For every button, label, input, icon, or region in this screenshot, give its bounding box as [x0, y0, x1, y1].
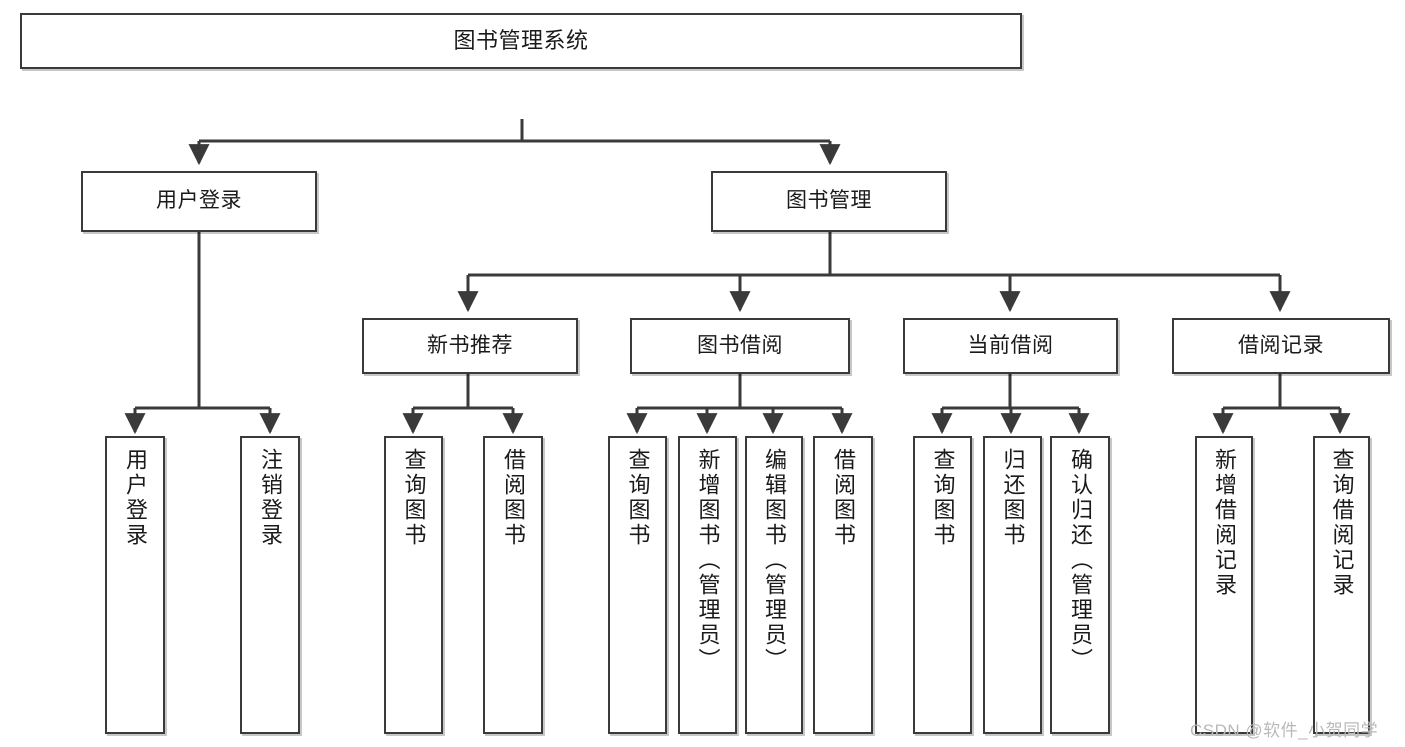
leaf-node-borrow-book-2[interactable]: 借阅图书	[813, 436, 873, 734]
node-label: 查询借阅记录	[1329, 448, 1355, 598]
leaf-node-query-book-2[interactable]: 查询图书	[608, 436, 667, 734]
node-label: 注销登录	[258, 448, 283, 548]
node-label: 新书推荐	[427, 333, 513, 357]
node-label: 用户登录	[156, 189, 242, 213]
leaf-node-logout-login[interactable]: 注销登录	[240, 436, 300, 734]
node-label: 借阅图书	[501, 448, 526, 548]
csdn-watermark: CSDN @软件_小贺同学	[1190, 721, 1379, 740]
leaf-node-confirm-return-admin[interactable]: 确认归还（管理员）	[1050, 436, 1110, 734]
leaf-node-query-book-3[interactable]: 查询图书	[913, 436, 972, 734]
leaf-node-user-login[interactable]: 用户登录	[105, 436, 165, 734]
node-label: 新增借阅记录	[1212, 448, 1237, 598]
node-label: 查询图书	[625, 448, 651, 548]
leaf-node-edit-book-admin[interactable]: 编辑图书（管理员）	[745, 436, 803, 734]
node-current-borrowing[interactable]: 当前借阅	[903, 318, 1118, 374]
node-label: 图书管理系统	[453, 28, 589, 54]
node-book-borrowing[interactable]: 图书借阅	[630, 318, 850, 374]
node-label: 借阅记录	[1238, 333, 1324, 357]
leaf-node-add-borrowing-record[interactable]: 新增借阅记录	[1195, 436, 1253, 734]
node-label: 查询图书	[930, 448, 956, 548]
node-label: 查询图书	[401, 448, 427, 548]
node-label: 图书管理	[786, 189, 872, 213]
node-label: 编辑图书（管理员）	[762, 448, 787, 673]
leaf-node-add-book-admin[interactable]: 新增图书（管理员）	[678, 436, 737, 734]
node-new-book-recommendation[interactable]: 新书推荐	[362, 318, 578, 374]
leaf-node-query-book-1[interactable]: 查询图书	[384, 436, 443, 734]
node-label: 用户登录	[123, 448, 148, 548]
node-label: 图书借阅	[697, 333, 783, 357]
node-label: 归还图书	[1000, 448, 1026, 548]
leaf-node-return-book[interactable]: 归还图书	[983, 436, 1042, 734]
leaf-node-borrow-book-1[interactable]: 借阅图书	[483, 436, 543, 734]
leaf-node-query-borrowing-record[interactable]: 查询借阅记录	[1313, 436, 1370, 734]
node-label: 借阅图书	[831, 448, 856, 548]
node-book-management[interactable]: 图书管理	[711, 171, 947, 232]
node-user-login[interactable]: 用户登录	[81, 171, 317, 232]
node-borrowing-record[interactable]: 借阅记录	[1172, 318, 1390, 374]
node-label: 新增图书（管理员）	[695, 448, 721, 673]
node-label: 当前借阅	[967, 333, 1054, 357]
node-book-management-system[interactable]: 图书管理系统	[20, 13, 1022, 69]
node-label: 确认归还（管理员）	[1068, 448, 1093, 673]
